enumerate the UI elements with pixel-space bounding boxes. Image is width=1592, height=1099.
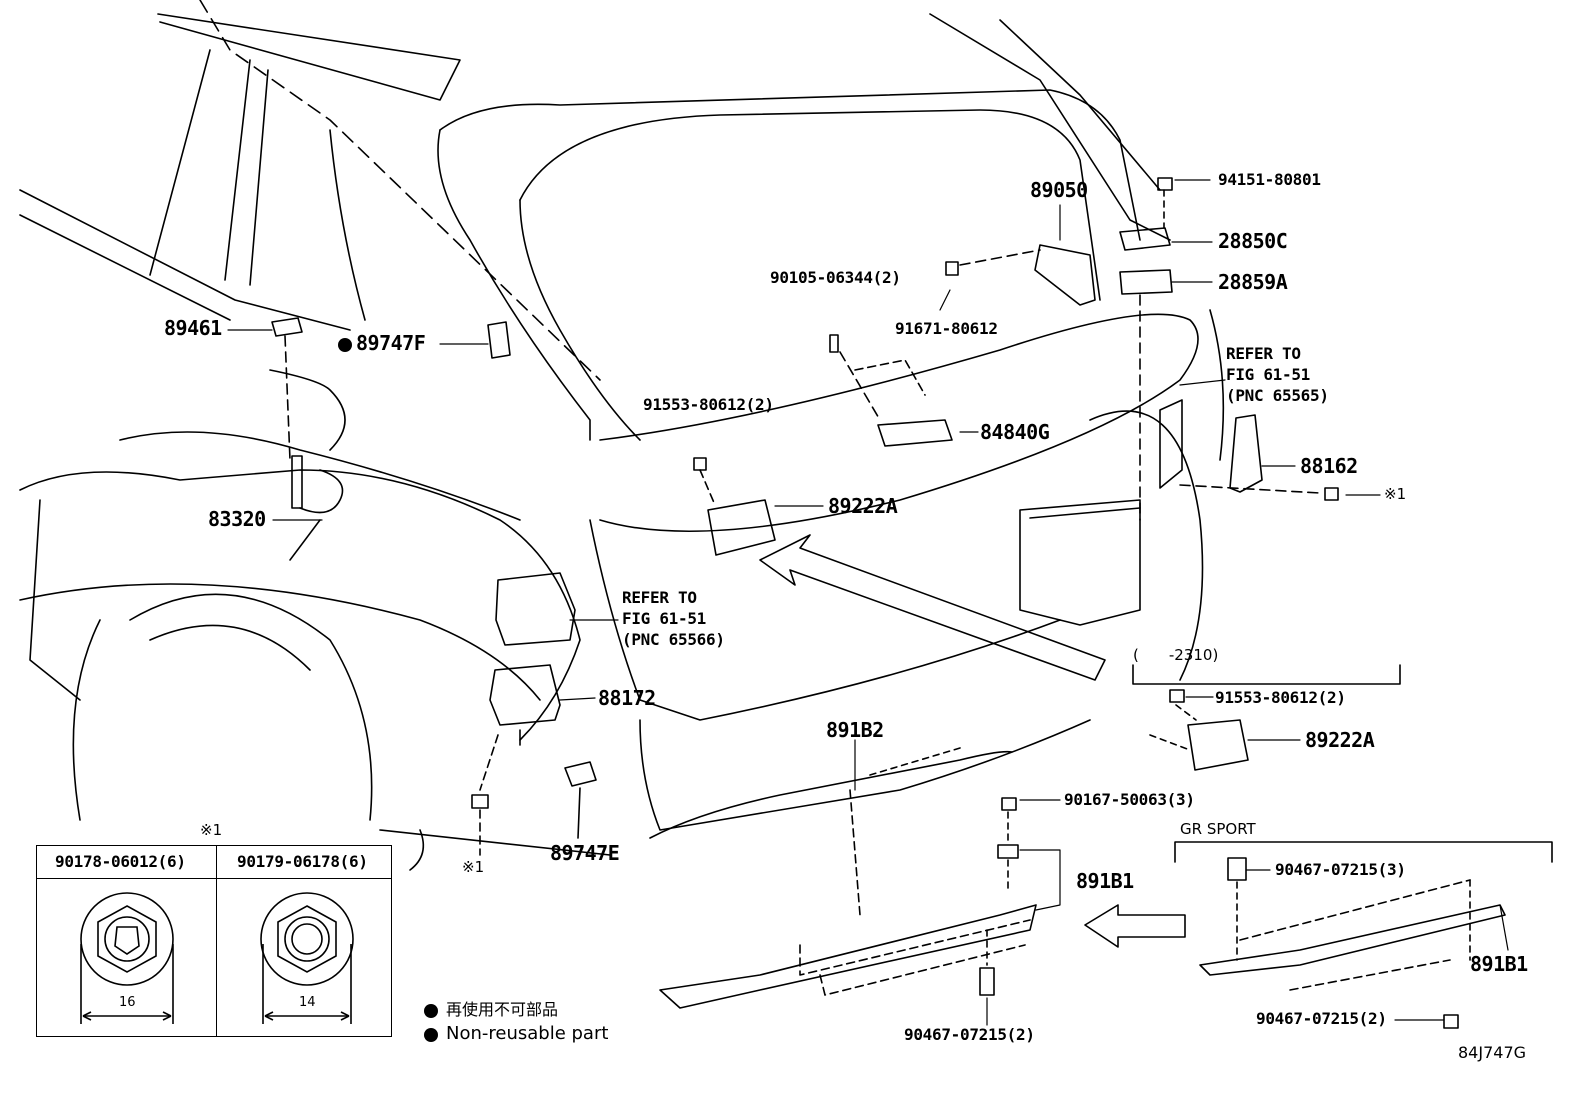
part-90467-bolt bbox=[979, 929, 995, 996]
legend-col2-part: 90179-06178(6) bbox=[237, 852, 368, 871]
label-89747E: 89747E bbox=[550, 841, 620, 865]
refer-right-line1: REFER TO bbox=[1226, 344, 1301, 363]
label-891B1-main: 891B1 bbox=[1076, 869, 1134, 893]
label-91553-80612-main: 91553-80612(2) bbox=[643, 395, 774, 414]
nut-plain-icon bbox=[260, 892, 354, 1024]
direction-arrow-large bbox=[759, 534, 1106, 681]
label-89747F: 89747F bbox=[356, 331, 426, 355]
label-89222A-main: 89222A bbox=[828, 494, 898, 518]
label-891B2: 891B2 bbox=[826, 718, 884, 742]
label-90467-07215-gr-top: 90467-07215(3) bbox=[1275, 860, 1406, 879]
part-88172-sensor bbox=[471, 572, 576, 856]
label-90105-06344: 90105-06344(2) bbox=[770, 268, 901, 287]
note-bullet-en bbox=[424, 1028, 438, 1042]
fastener-legend-table: 90178-06012(6) 90179-06178(6) 16 14 bbox=[36, 845, 392, 1037]
label-91553-80612-inset: 91553-80612(2) bbox=[1215, 688, 1346, 707]
note-non-reusable-jp: 再使用不可部品 bbox=[446, 1000, 559, 1019]
part-91671-bolt bbox=[945, 261, 959, 276]
part-89050-module bbox=[959, 244, 1096, 306]
diagram-code: 84J747G bbox=[1458, 1043, 1527, 1062]
label-88172: 88172 bbox=[598, 686, 656, 710]
label-88162: 88162 bbox=[1300, 454, 1358, 478]
refer-left-line3: (PNC 65566) bbox=[622, 630, 725, 649]
gr-sport-label: GR SPORT bbox=[1180, 820, 1256, 838]
refer-right-line3: (PNC 65565) bbox=[1226, 386, 1329, 405]
non-reusable-marker-89747F bbox=[338, 338, 352, 352]
part-90167-clip bbox=[997, 797, 1019, 891]
legend-header-row bbox=[37, 846, 391, 879]
mark-x1-88172: ※1 bbox=[462, 858, 485, 876]
label-91671-80612: 91671-80612 bbox=[895, 319, 998, 338]
label-90167-50063: 90167-50063(3) bbox=[1064, 790, 1195, 809]
part-89747E-connector bbox=[564, 761, 597, 839]
part-28859A bbox=[1119, 269, 1173, 521]
direction-arrow-small bbox=[1084, 904, 1186, 948]
refer-right-line2: FIG 61-51 bbox=[1226, 365, 1310, 384]
label-891B1-gr: 891B1 bbox=[1470, 952, 1528, 976]
note-bullet-jp bbox=[424, 1004, 438, 1018]
refer-left-line2: FIG 61-51 bbox=[622, 609, 706, 628]
part-84840G-switch bbox=[839, 351, 953, 447]
part-89222A-radar bbox=[707, 499, 776, 556]
part-83320-sensor bbox=[289, 455, 344, 561]
part-891B2-harness bbox=[649, 747, 1013, 916]
part-94151-nut bbox=[1157, 177, 1173, 229]
inset-range-label: ( -2310) bbox=[1133, 646, 1219, 664]
leader-lines bbox=[227, 179, 1509, 1026]
label-90467-07215-gr-bottom: 90467-07215(2) bbox=[1256, 1009, 1387, 1028]
label-28859A: 28859A bbox=[1218, 270, 1288, 294]
label-89461: 89461 bbox=[164, 316, 222, 340]
label-83320: 83320 bbox=[208, 507, 266, 531]
label-89222A-inset: 89222A bbox=[1305, 728, 1375, 752]
legend-divider bbox=[216, 846, 217, 1036]
part-90105-bolt bbox=[829, 334, 839, 353]
label-28850C: 28850C bbox=[1218, 229, 1288, 253]
label-89050: 89050 bbox=[1030, 178, 1088, 202]
legend-col2-size: 14 bbox=[299, 995, 316, 1010]
part-89747F-connector bbox=[487, 321, 511, 359]
mark-x1-88162: ※1 bbox=[1384, 485, 1407, 503]
part-891B1-underguard bbox=[659, 904, 1037, 1009]
legend-mark-x1: ※1 bbox=[200, 821, 223, 839]
note-non-reusable-en: Non-reusable part bbox=[446, 1023, 609, 1044]
body-outline bbox=[19, 0, 1225, 871]
part-28850C bbox=[1119, 227, 1171, 251]
nut-flange-icon bbox=[80, 892, 174, 1024]
legend-col1-part: 90178-06012(6) bbox=[55, 852, 186, 871]
inset-gr-sport bbox=[1174, 841, 1553, 1029]
label-90467-07215-main: 90467-07215(2) bbox=[904, 1025, 1035, 1044]
legend-col1-size: 16 bbox=[119, 995, 136, 1010]
refer-left-line1: REFER TO bbox=[622, 588, 697, 607]
part-89461-sensor bbox=[271, 317, 303, 461]
label-84840G: 84840G bbox=[980, 420, 1050, 444]
part-91553-bolt bbox=[693, 457, 716, 506]
label-94151-80801: 94151-80801 bbox=[1218, 170, 1321, 189]
inset-early-model bbox=[1132, 664, 1401, 771]
part-88162-bracket bbox=[1159, 399, 1339, 501]
